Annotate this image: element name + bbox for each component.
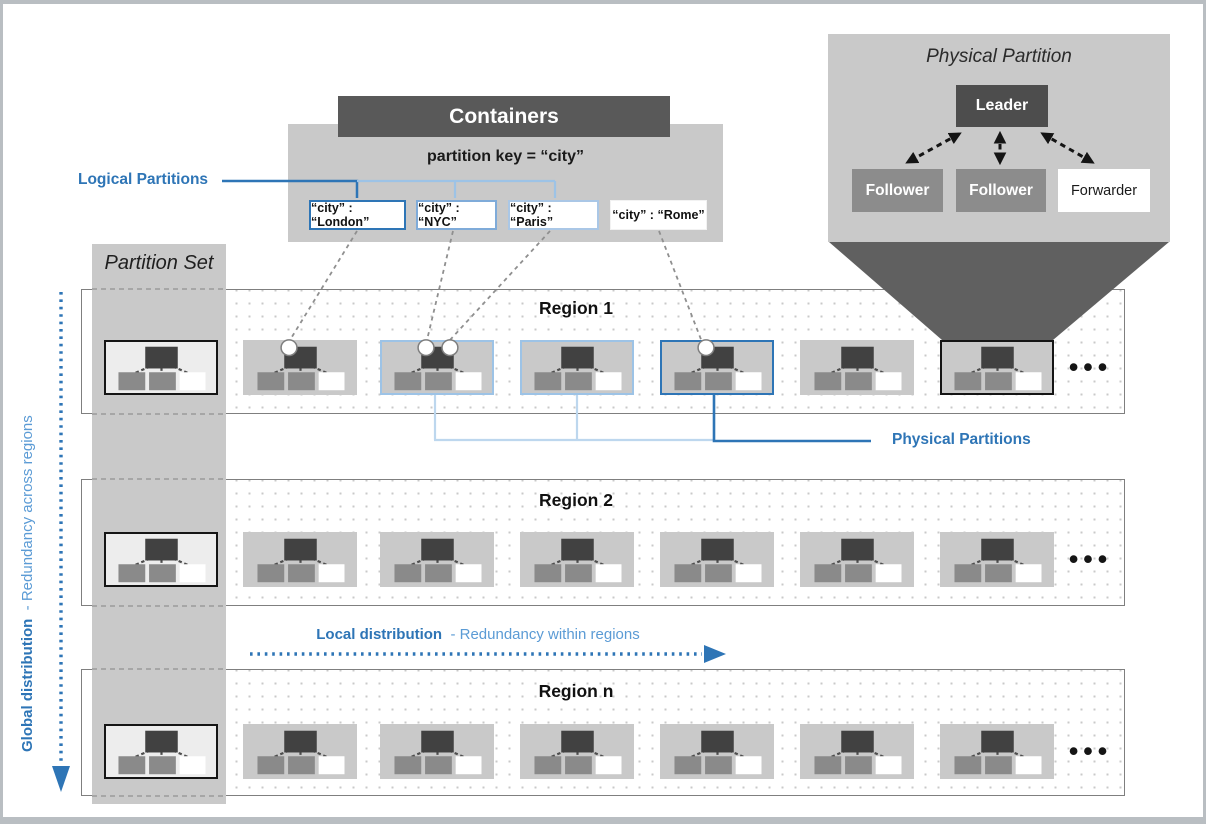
follower-box: Follower	[956, 169, 1046, 212]
partition-icon	[660, 532, 774, 587]
partition-icon	[243, 724, 357, 779]
physical-partitions-connector-dark	[712, 395, 871, 443]
partition-icon-partition-set	[104, 724, 218, 779]
leader-box: Leader	[956, 85, 1048, 127]
region-title: Region 2	[539, 490, 613, 510]
logical-partition-marker-circle	[279, 338, 298, 356]
partition-icon	[800, 724, 914, 779]
local-distribution-bold: Local distribution	[316, 626, 443, 643]
physical-partitions-label: Physical Partitions	[892, 431, 1031, 448]
logical-partition-marker-circle	[696, 338, 715, 356]
global-distribution-label: Global distribution - Redundancy across …	[19, 286, 36, 752]
partition-icon	[520, 532, 634, 587]
partition-icon	[800, 532, 914, 587]
physical-partition-title: Physical Partition	[926, 46, 1072, 67]
partition-icon	[660, 724, 774, 779]
partition-icon	[243, 532, 357, 587]
partition-icon	[520, 724, 634, 779]
logical-partitions-bracket-light	[357, 179, 557, 198]
partition-icon	[243, 338, 357, 395]
more-partitions-ellipsis: •••	[1068, 544, 1113, 574]
partition-set-title: Partition Set	[104, 252, 214, 274]
region-title: Region n	[538, 681, 614, 701]
global-distribution-arrowhead	[52, 766, 70, 792]
forwarder-box: Forwarder	[1058, 169, 1150, 212]
logical-partition-marker-circle	[440, 338, 459, 356]
partition-icon	[520, 340, 634, 395]
connector-overlay	[52, 130, 1169, 797]
logical-partitions-label: Logical Partitions	[78, 171, 209, 188]
logical-partition-box: “city” : “Paris”	[508, 200, 599, 230]
containers-header: Containers	[338, 96, 670, 137]
containers-title: Containers	[449, 104, 559, 128]
local-distribution-label: Local distribution - Redundancy within r…	[248, 626, 708, 643]
partition-set-column: Partition Set	[92, 244, 226, 804]
column-band-dashed-lines	[92, 288, 226, 797]
partition-icon	[940, 532, 1054, 587]
partition-icon-partition-set	[104, 340, 218, 395]
physical-partitions-connector-light	[433, 395, 714, 442]
partition-icon	[380, 532, 494, 587]
local-distribution-rest: - Redundancy within regions	[450, 626, 640, 643]
leader-follower-arrows	[905, 130, 1095, 166]
partition-icon	[380, 338, 494, 395]
partition-icon	[800, 340, 914, 395]
follower-box: Follower	[852, 169, 943, 212]
logical-to-physical-links	[289, 230, 703, 343]
partition-icon	[940, 340, 1054, 395]
logical-partition-box: “city” : “London”	[309, 200, 406, 230]
logical-partitions-bracket-dark	[222, 179, 359, 198]
partition-icon	[660, 338, 774, 395]
partition-icon	[940, 724, 1054, 779]
more-partitions-ellipsis: •••	[1068, 736, 1113, 766]
logical-partition-marker-circle	[416, 338, 435, 356]
more-partitions-ellipsis: •••	[1068, 352, 1113, 382]
global-distribution-rest: - Redundancy across regions	[19, 415, 36, 611]
global-distribution-bold: Global distribution	[19, 618, 36, 752]
logical-partition-box: “city” : “NYC”	[416, 200, 497, 230]
partition-key-label: partition key = “city”	[427, 148, 584, 165]
physical-partition-funnel	[829, 242, 1169, 340]
partition-icon	[380, 724, 494, 779]
partition-icon-partition-set	[104, 532, 218, 587]
logical-partition-box: “city” : “Rome”	[610, 200, 707, 230]
local-distribution-arrowhead	[704, 645, 726, 663]
region-title: Region 1	[539, 298, 613, 318]
